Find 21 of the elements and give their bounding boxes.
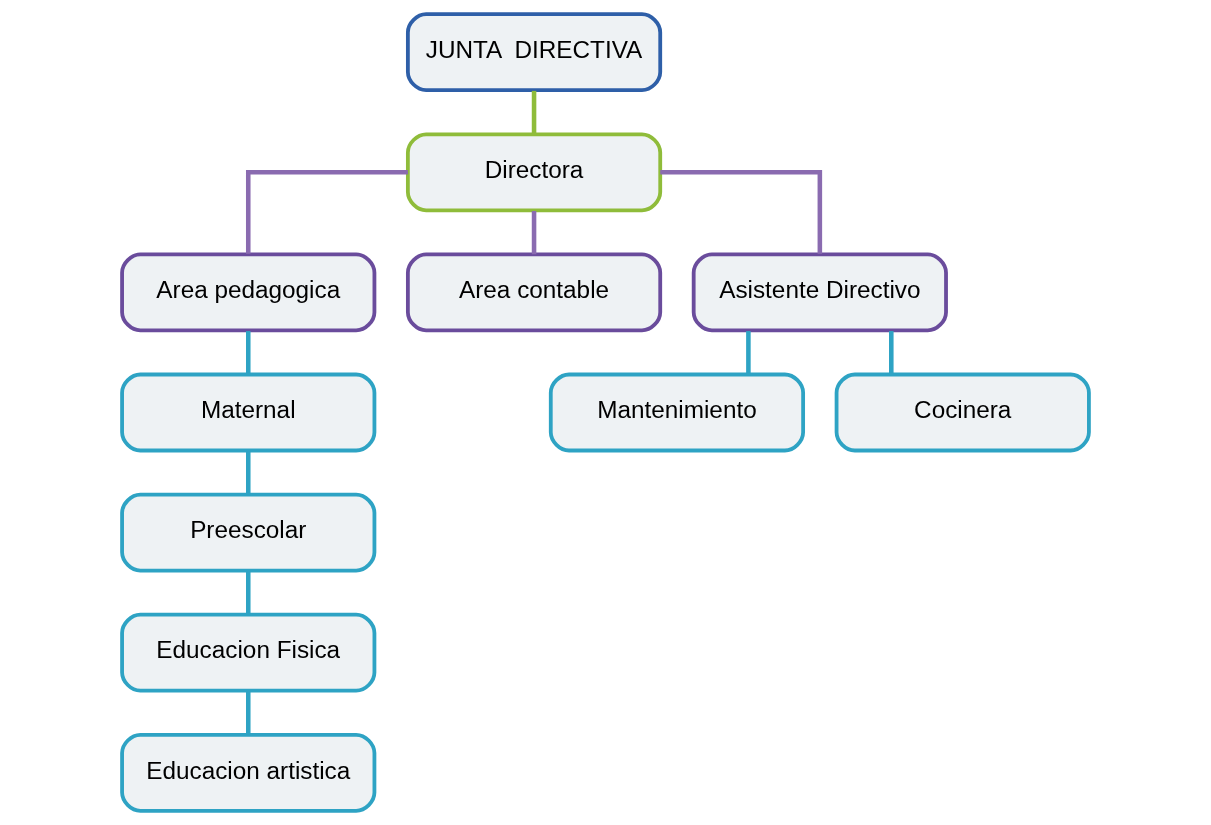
connector	[246, 170, 408, 254]
node-box: Mantenimiento	[548, 372, 805, 453]
connector	[531, 210, 537, 255]
node-box: Educacion artistica	[120, 732, 377, 813]
node-box: Area pedagogica	[120, 252, 377, 333]
connector	[889, 331, 894, 375]
connector	[531, 90, 537, 135]
node-box: Cocinera	[834, 372, 1091, 453]
node-box: Directora	[406, 132, 663, 213]
connector	[246, 331, 251, 375]
node-box: Area contable	[406, 252, 663, 333]
connector	[246, 451, 251, 495]
connector	[746, 331, 751, 375]
node-box: JUNTA DIRECTIVA	[406, 12, 663, 93]
node-box: Preescolar	[120, 492, 377, 573]
node-box: Asistente Directivo	[691, 252, 948, 333]
node-box: Educacion Fisica	[120, 612, 377, 693]
connector	[660, 170, 823, 254]
connector	[246, 691, 251, 735]
node-box: Maternal	[120, 372, 377, 453]
connector	[246, 571, 251, 615]
